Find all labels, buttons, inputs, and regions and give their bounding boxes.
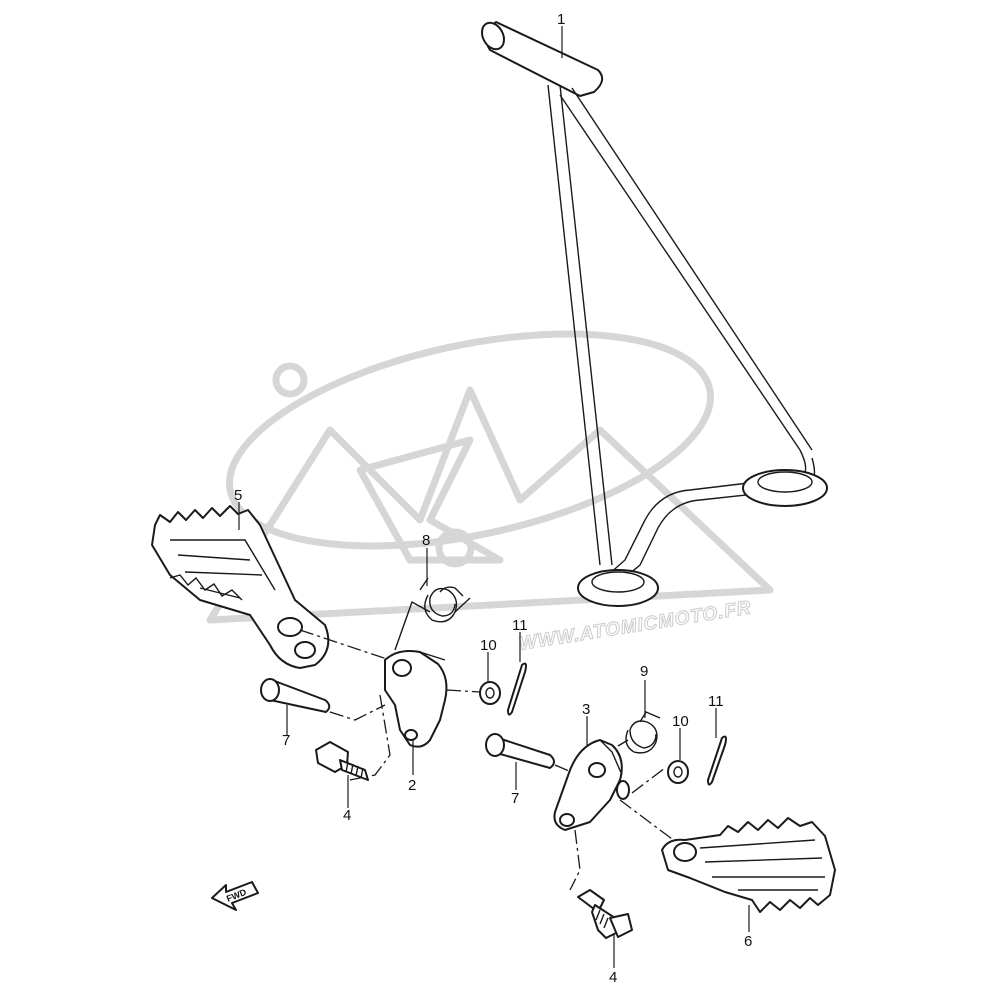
callout-8: 8: [422, 532, 430, 549]
callout-labels: 1 5 8 10 11 2 7 4 3 9 10 11 7 6 4: [234, 11, 752, 986]
part-7-pin-left: [260, 678, 386, 721]
callout-4-left: 4: [343, 807, 351, 824]
part-3-bracket: [553, 739, 630, 831]
part-4-bolt-left: [315, 741, 369, 781]
callout-7-right: 7: [511, 790, 519, 807]
part-10-washer-left: [479, 681, 501, 705]
part-11-cotter-pin-right: [707, 735, 727, 786]
callout-1: 1: [557, 11, 565, 28]
callout-2: 2: [408, 777, 416, 794]
callout-7-left: 7: [282, 732, 290, 749]
part-8-spring: [394, 577, 471, 651]
part-4-bolt-right: [577, 889, 633, 939]
leader-lines: [238, 26, 750, 968]
callout-4-right: 4: [609, 969, 617, 986]
watermark-url: WWW.ATOMICMOTO.FR: [517, 597, 752, 655]
part-5-footpeg: [151, 505, 330, 669]
callout-11-right: 11: [708, 693, 724, 710]
part-6-footpeg: [661, 817, 836, 913]
callout-3: 3: [582, 701, 590, 718]
part-10-washer-right: [667, 760, 689, 784]
fwd-arrow-icon: FWD: [211, 881, 259, 911]
callout-5: 5: [234, 487, 242, 504]
part-9-spring: [617, 711, 661, 754]
callout-6: 6: [744, 933, 752, 950]
callout-10-right: 10: [672, 713, 689, 730]
part-1-stand: [480, 21, 828, 607]
callout-9: 9: [640, 663, 648, 680]
part-2-bracket: [384, 650, 448, 748]
callout-11-left: 11: [512, 617, 528, 634]
callout-10-left: 10: [480, 637, 497, 654]
part-11-cotter-pin-left: [507, 662, 527, 716]
